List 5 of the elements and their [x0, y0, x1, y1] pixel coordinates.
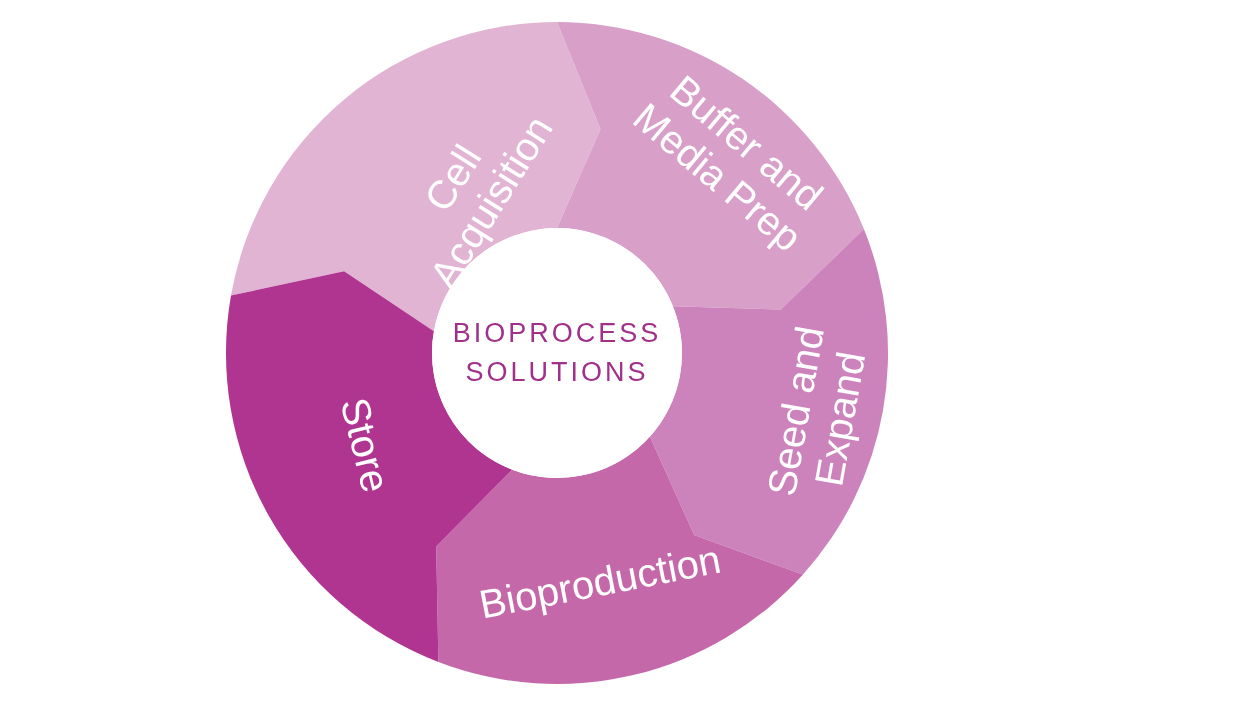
segment-label: Seed and Expand	[758, 321, 875, 502]
segment-label: Bioproduction	[474, 535, 726, 629]
center-title: BIOPROCESS SOLUTIONS	[451, 316, 663, 389]
segment-label: Store	[331, 392, 400, 499]
ring-segment	[557, 22, 864, 310]
